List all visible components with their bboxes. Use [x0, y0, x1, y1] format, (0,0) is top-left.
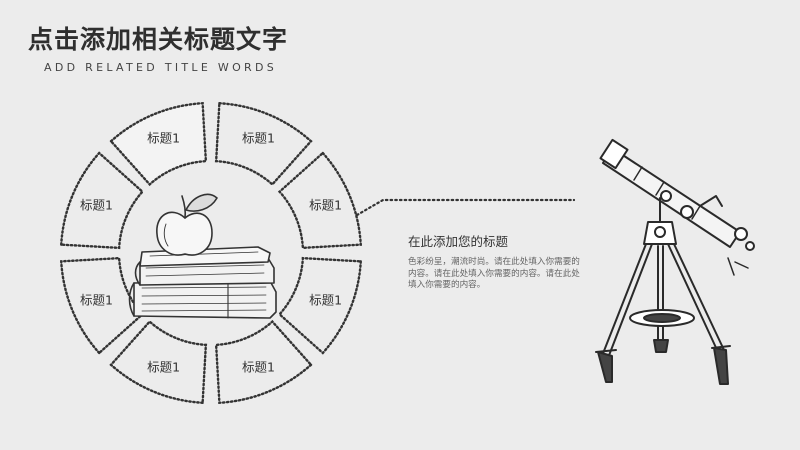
- page-title: 点击添加相关标题文字: [28, 25, 289, 54]
- content-body: 色彩纷呈，潮流时尚。请在此处填入你需要的内容。请在此处填入你需要的内容。请在此处…: [408, 257, 580, 290]
- content-title: 在此添加您的标题: [408, 234, 509, 249]
- ring-segment[interactable]: [59, 256, 145, 355]
- ring-segment[interactable]: [109, 319, 208, 405]
- connector-line: [355, 198, 576, 217]
- ring-segment-label: 标题1: [147, 130, 180, 145]
- ring-segment[interactable]: [59, 151, 145, 250]
- ring-segment[interactable]: [214, 101, 313, 187]
- ring-segment[interactable]: [109, 101, 208, 187]
- ring-segment-label: 标题1: [80, 198, 113, 213]
- ring-segment-label: 标题1: [309, 292, 342, 307]
- ring-segment-label: 标题1: [242, 360, 275, 375]
- page-subtitle: ADD RELATED TITLE WORDS: [44, 61, 278, 74]
- apple-on-books-icon: [128, 193, 277, 319]
- ring-segment-label: 标题1: [80, 292, 113, 307]
- ring-segment[interactable]: [214, 319, 313, 405]
- ring-segment[interactable]: [277, 256, 363, 355]
- ring-segment-label: 标题1: [242, 130, 275, 145]
- ring-segment-label: 标题1: [309, 198, 342, 213]
- ring-segment-label: 标题1: [147, 360, 180, 375]
- ring-segment[interactable]: [277, 151, 363, 250]
- telescope-icon: [595, 138, 755, 385]
